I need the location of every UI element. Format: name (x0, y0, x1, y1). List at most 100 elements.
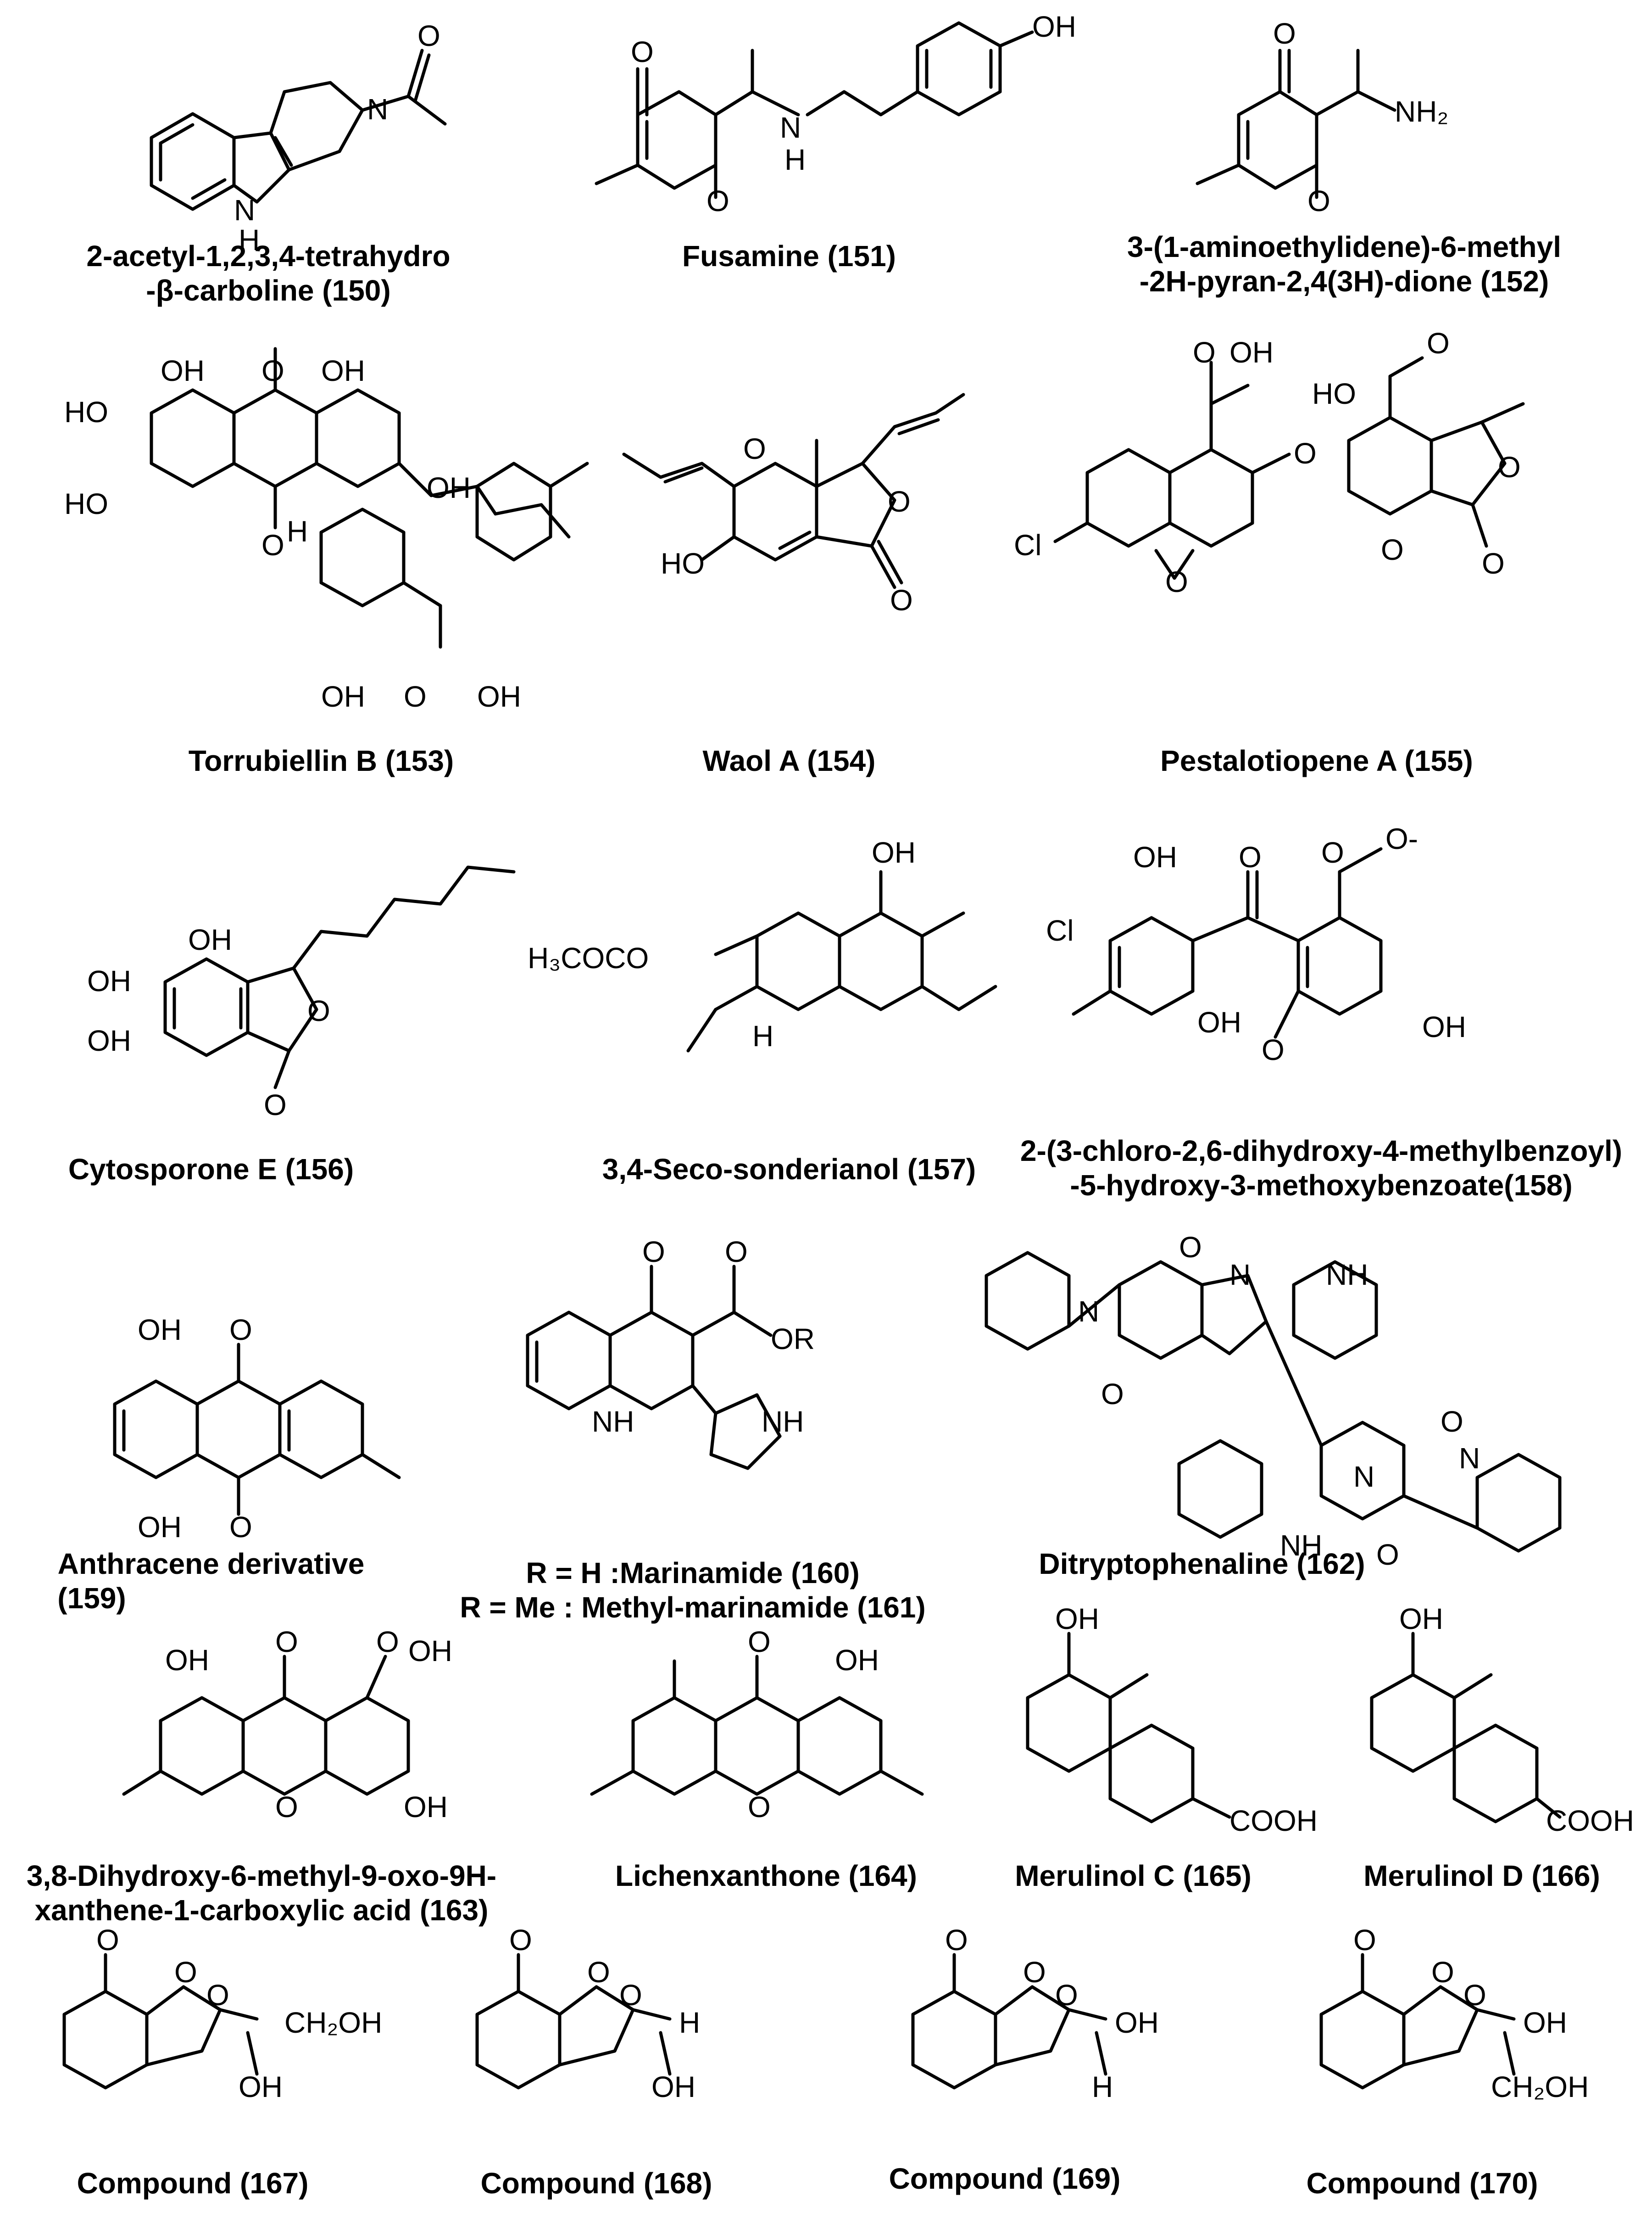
atom-label: O (96, 1924, 119, 1957)
atom-label: O (206, 1979, 229, 2012)
atom-label: OH (161, 354, 205, 387)
atom-label: O (748, 1625, 771, 1658)
atom-label: N (780, 111, 801, 144)
atom-label: CH₂OH (284, 2006, 382, 2039)
atom-label: O (1431, 1956, 1454, 1989)
structure-151: O O N H OH (595, 10, 1076, 217)
atom-label: O (1307, 184, 1330, 217)
label-151: Fusamine (151) (682, 240, 896, 273)
atom-label: CH₂OH (1491, 2070, 1589, 2103)
atom-label: H (784, 143, 806, 176)
structure-154: O O HO O (622, 393, 965, 617)
label-162: Ditryptophenaline (162) (1039, 1547, 1365, 1580)
structure-155: O OH HO O O O Cl O O O (1014, 327, 1525, 598)
atom-label: O (1273, 17, 1296, 50)
atom-label: O (1239, 841, 1262, 874)
label-164: Lichenxanthone (164) (615, 1859, 917, 1892)
atom-label: O (1101, 1377, 1124, 1411)
atom-label: OH (1055, 1602, 1099, 1635)
atom-label: O- (1385, 822, 1418, 855)
structure-153: OH HO HO O OH O H OH OH O OH (64, 347, 589, 713)
atom-label: NH (1280, 1529, 1322, 1562)
atom-label: OR (771, 1322, 815, 1355)
atom-label: O (1353, 1924, 1376, 1957)
label-158-line-2: -5-hydroxy-3-methoxybenzoate(158) (1070, 1169, 1572, 1202)
label-160-line-1: R = H :Marinamide (160) (526, 1556, 859, 1589)
label-167: Compound (167) (77, 2167, 309, 2200)
atom-label: O (275, 1790, 298, 1823)
label-150-line-2: -β-carboline (150) (146, 274, 390, 307)
atom-label: OH (1422, 1010, 1466, 1043)
atom-label: O (229, 1313, 252, 1346)
atom-label: O (275, 1625, 298, 1658)
atom-label: O (174, 1956, 197, 1989)
label-152-line-1: 3-(1-aminoethylidene)-6-methyl (1127, 230, 1561, 263)
atom-label: H (679, 2006, 700, 2039)
structure-169: O O O OH H (911, 1924, 1159, 2103)
atom-label: OH (651, 2070, 695, 2103)
atom-label: O (945, 1924, 968, 1957)
atom-label: H (752, 1020, 773, 1053)
atom-label: OH (1197, 1006, 1241, 1039)
atom-label: OH (138, 1313, 182, 1346)
atom-label: N (1353, 1460, 1374, 1493)
atom-label: OH (408, 1634, 452, 1667)
atom-label: OH (872, 836, 916, 869)
structure-162: O N NH N O O N N NH O (985, 1231, 1562, 1571)
label-163-line-2: xanthene-1-carboxylic acid (163) (35, 1894, 489, 1927)
atom-label: H₃COCO (528, 942, 649, 975)
structure-160: O O OR NH NH (526, 1235, 815, 1470)
structure-166: OH COOH (1370, 1602, 1634, 1837)
atom-label: Cl (1014, 529, 1041, 562)
atom-label: O (261, 529, 284, 562)
atom-label: O (1294, 437, 1317, 470)
atom-label: O (1023, 1956, 1046, 1989)
label-169: Compound (169) (889, 2162, 1121, 2195)
atom-label: H (239, 223, 260, 256)
structure-159: OH O OH O (113, 1313, 401, 1544)
atom-label: O (376, 1625, 399, 1658)
structure-156: OH OH OH O O (87, 865, 516, 1121)
atom-label: O (888, 485, 911, 518)
label-155: Pestalotiopene A (155) (1160, 744, 1473, 777)
atom-label: OH (477, 680, 521, 713)
atom-label: H (1092, 2070, 1113, 2103)
structure-163: OH O O OH O OH (122, 1625, 452, 1823)
atom-label: OH (321, 680, 365, 713)
label-165: Merulinol C (165) (1015, 1859, 1252, 1892)
atom-label: OH (239, 2070, 283, 2103)
atom-label: O (587, 1956, 610, 1989)
atom-label: O (1179, 1231, 1202, 1264)
atom-label: NH (1326, 1258, 1368, 1291)
atom-label: COOH (1546, 1804, 1634, 1837)
atom-label: OH (1229, 336, 1274, 369)
structure-157: OH H₃COCO H (528, 836, 997, 1053)
atom-label: O (307, 994, 330, 1027)
atom-label: O (1427, 327, 1450, 360)
atom-label: O (1193, 336, 1216, 369)
atom-label: O (229, 1511, 252, 1544)
atom-label: O (1321, 836, 1344, 869)
label-154: Waol A (154) (703, 744, 876, 777)
atom-label: O (1381, 533, 1404, 566)
atom-label: O (1441, 1405, 1463, 1438)
atom-label: NH (592, 1405, 634, 1438)
atom-label: O (404, 680, 427, 713)
atom-label: N (234, 194, 255, 227)
atom-label: OH (188, 923, 232, 956)
atom-label: O (743, 432, 766, 465)
atom-label: O (1165, 565, 1188, 598)
atom-label: COOH (1229, 1804, 1318, 1837)
atom-label: OH (427, 471, 471, 504)
atom-label: Cl (1046, 914, 1074, 947)
atom-label: HO (64, 487, 108, 520)
atom-label: NH₂ (1395, 95, 1448, 128)
atom-label: O (1055, 1979, 1078, 2012)
label-166: Merulinol D (166) (1363, 1859, 1600, 1892)
label-163-line-1: 3,8-Dihydroxy-6-methyl-9-oxo-9H- (27, 1859, 496, 1892)
label-160-line-2: R = Me : Methyl-marinamide (161) (460, 1591, 925, 1624)
atom-label: O (748, 1790, 771, 1823)
label-153: Torrubiellin B (153) (189, 744, 454, 777)
atom-label: OH (87, 1024, 131, 1057)
label-159-line-2: (159) (57, 1582, 126, 1615)
